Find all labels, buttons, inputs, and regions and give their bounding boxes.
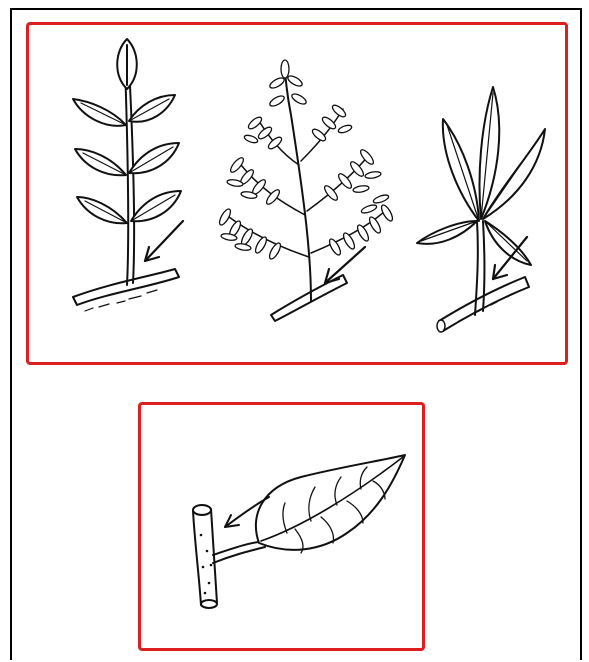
bipinnate-compound-leaf-illustration bbox=[217, 60, 394, 321]
bottom-panel bbox=[138, 402, 425, 651]
top-panel-drawing bbox=[29, 25, 565, 362]
palmate-compound-leaf-illustration bbox=[417, 87, 545, 332]
bottom-panel-drawing bbox=[141, 405, 422, 648]
top-panel bbox=[26, 22, 568, 365]
simple-leaf-illustration bbox=[193, 455, 405, 608]
pinnate-compound-leaf-illustration bbox=[73, 39, 183, 311]
